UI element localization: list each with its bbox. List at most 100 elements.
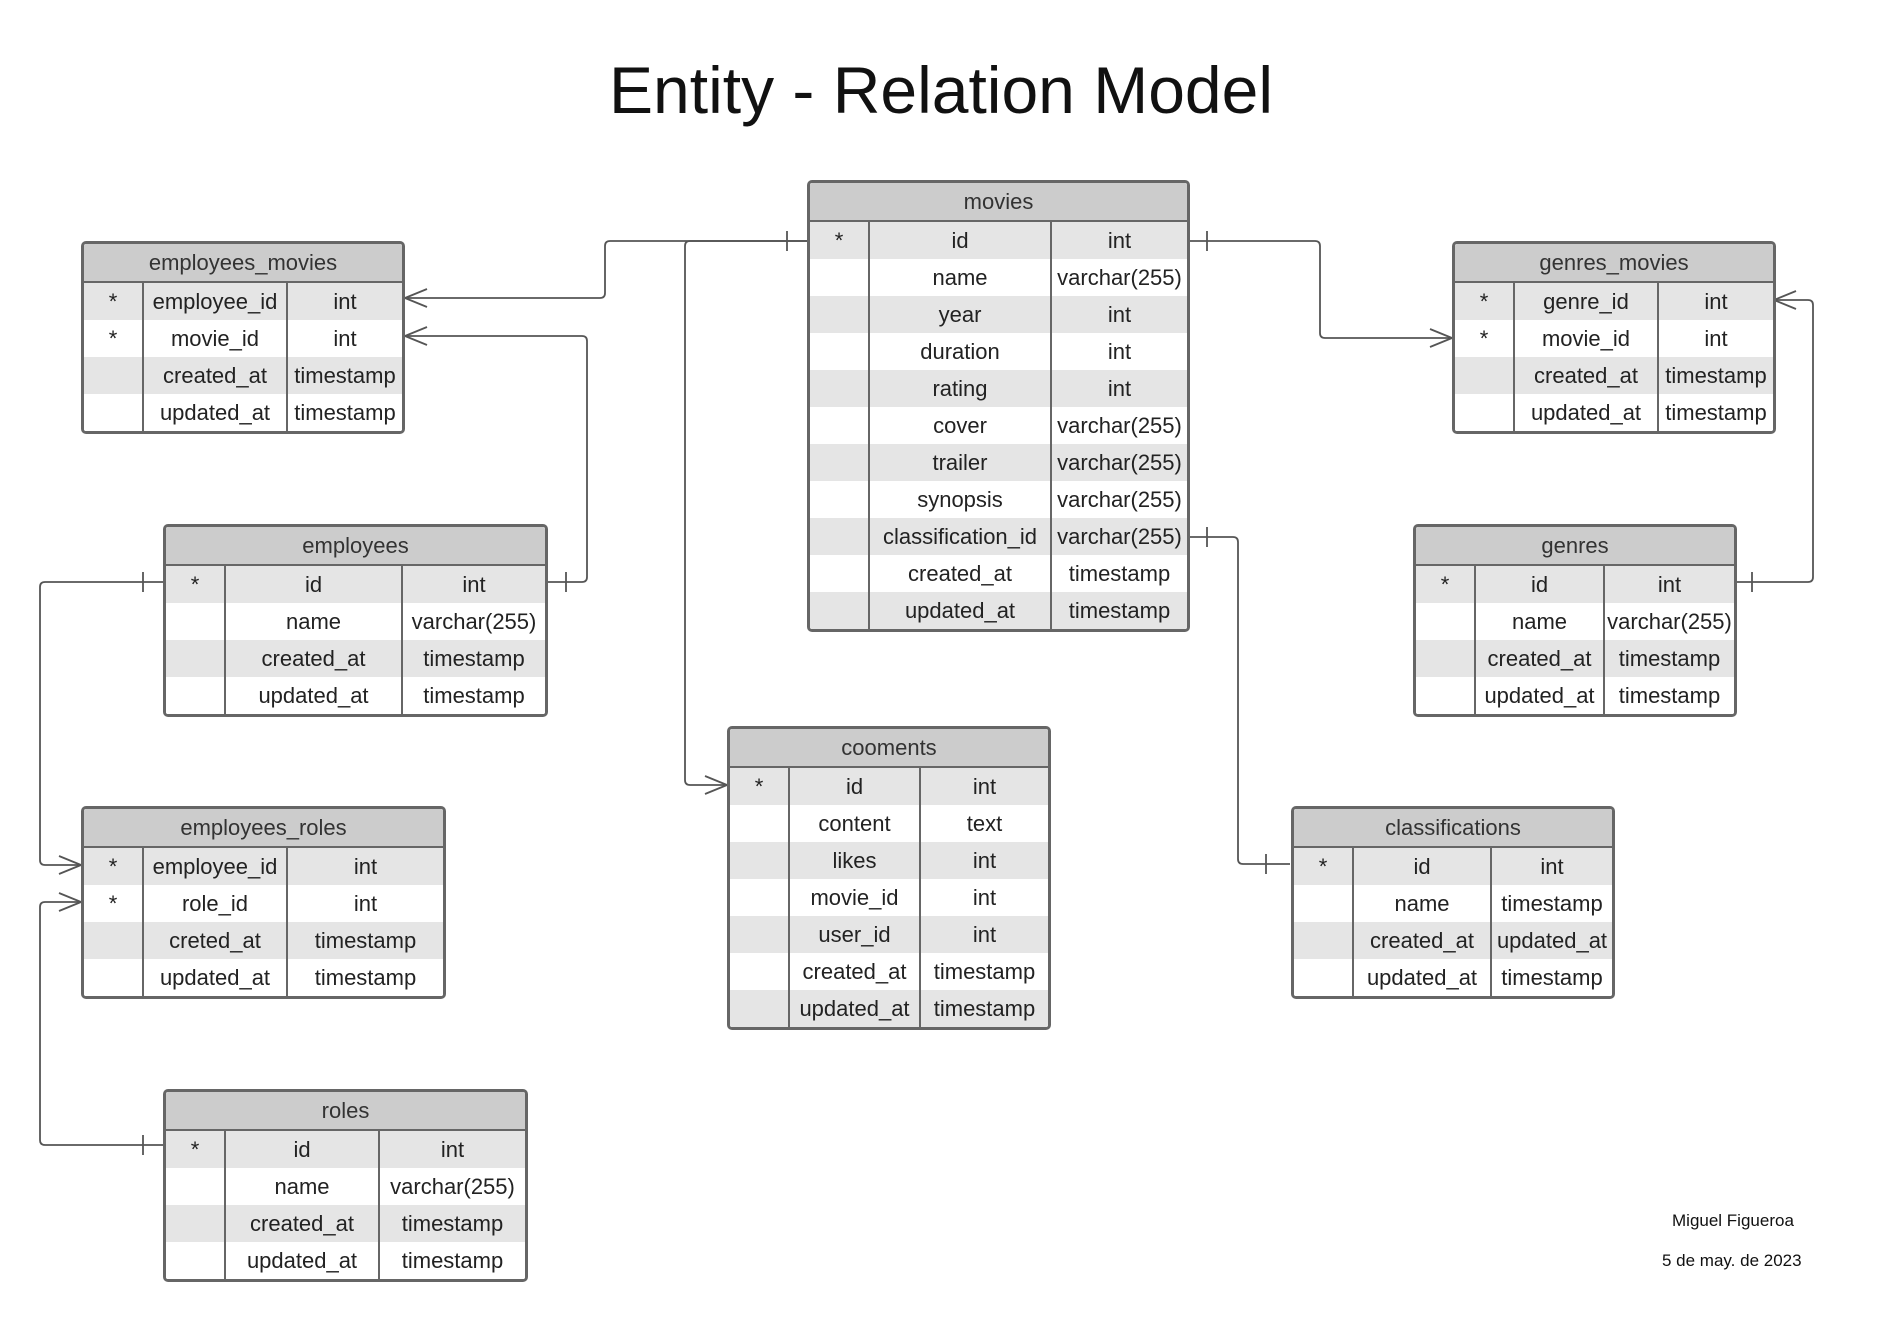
column-name: likes	[790, 842, 921, 879]
column-type: int	[972, 848, 997, 873]
column-name: created_at	[226, 1205, 380, 1242]
key-marker	[810, 333, 870, 370]
key-marker	[1455, 357, 1515, 394]
column-name: classification_id	[870, 518, 1052, 555]
column-type: timestamp	[1068, 598, 1171, 623]
column-name: created_at	[1515, 357, 1659, 394]
key-marker	[84, 959, 144, 996]
column-type: timestamp	[933, 996, 1036, 1021]
entity-row[interactable]: created_at timestamp	[166, 1205, 525, 1242]
entity-row[interactable]: likes int	[730, 842, 1048, 879]
key-marker	[166, 603, 226, 640]
column-name: id	[226, 1131, 380, 1168]
column-type: timestamp	[401, 1211, 504, 1236]
column-name: updated_at	[1515, 394, 1659, 431]
key-marker: *	[84, 848, 144, 885]
entity-header: cooments	[730, 729, 1048, 768]
column-name: created_at	[790, 953, 921, 990]
column-name: cover	[870, 407, 1052, 444]
column-type: varchar(255)	[390, 1174, 515, 1199]
column-name: updated_at	[1354, 959, 1492, 996]
column-type: varchar(255)	[1057, 487, 1182, 512]
key-marker	[84, 394, 144, 431]
key-marker	[1294, 885, 1354, 922]
column-name: id	[1476, 566, 1605, 603]
entity-header: employees_roles	[84, 809, 443, 848]
column-name: role_id	[144, 885, 288, 922]
column-name: movie_id	[144, 320, 288, 357]
key-marker: *	[1455, 283, 1515, 320]
column-name: id	[226, 566, 403, 603]
key-marker	[810, 259, 870, 296]
entity-header: employees_movies	[84, 244, 402, 283]
entity-row[interactable]: user_id int	[730, 916, 1048, 953]
column-name: name	[1476, 603, 1605, 640]
column-type: varchar(255)	[1057, 450, 1182, 475]
column-name: content	[790, 805, 921, 842]
column-name: updated_at	[226, 1242, 380, 1279]
column-type: int	[972, 922, 997, 947]
key-marker	[166, 1242, 226, 1279]
column-type: timestamp	[314, 928, 417, 953]
key-marker: *	[1294, 848, 1354, 885]
entity-header: classifications	[1294, 809, 1612, 848]
column-name: user_id	[790, 916, 921, 953]
column-name: employee_id	[144, 283, 288, 320]
